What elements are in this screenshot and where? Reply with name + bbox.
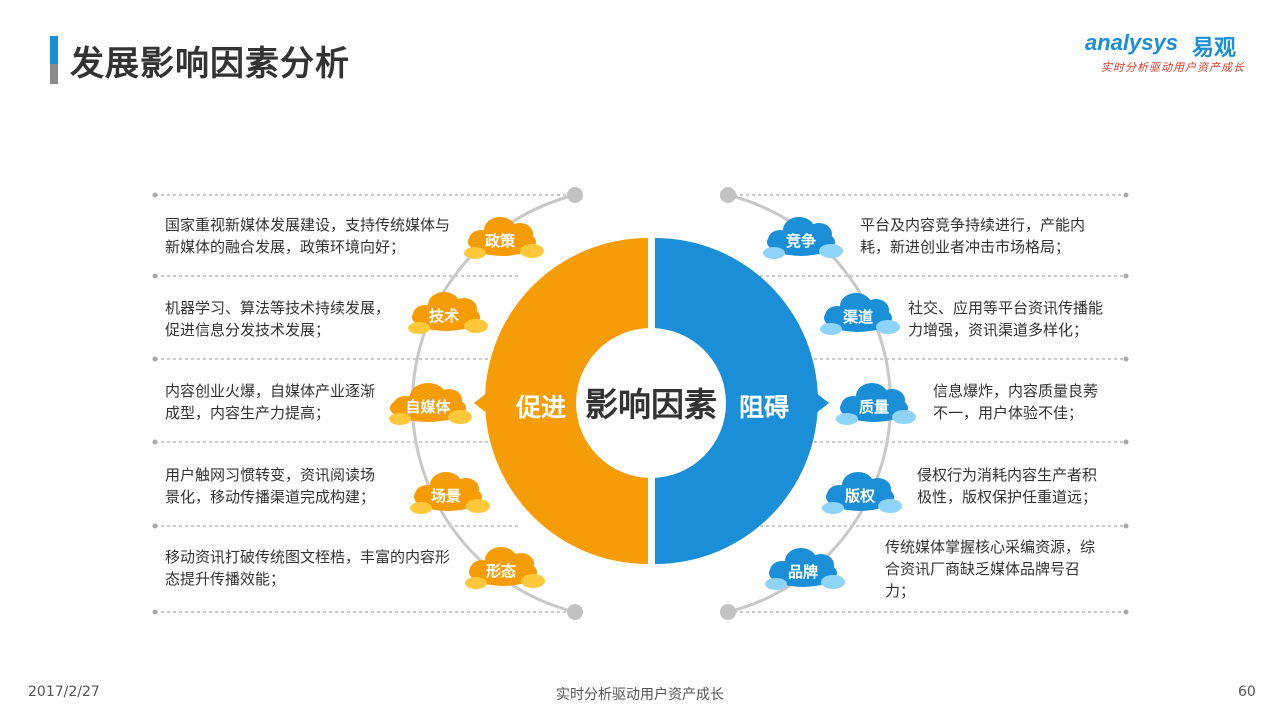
promote-text-policy: 国家重视新媒体发展建设，支持传统媒体与新媒体的融合发展，政策环境向好；	[165, 216, 451, 256]
cloud-tag-policy: 政策	[464, 217, 544, 259]
cloud-tag-brand: 品牌	[765, 548, 845, 590]
promote-text-form: 移动资讯打破传统图文桎梏，丰富的内容形态提升传播效能；	[165, 548, 451, 588]
svg-text:政策: 政策	[485, 232, 516, 250]
hinder-half-circle	[655, 238, 818, 564]
promote-text-self-media: 内容创业火爆，自媒体产业逐渐成型，内容生产力提高；	[165, 382, 376, 422]
svg-text:技术: 技术	[429, 307, 459, 325]
promote-text-scene: 用户触网习惯转变，资讯阅读场景化，移动传播渠道完成构建；	[165, 466, 376, 506]
analysys-logo: analysys 易观 实时分析驱动用户资产成长	[1085, 30, 1245, 75]
separator-lines	[155, 194, 1128, 613]
cloud-tag-form: 形态	[465, 547, 545, 589]
hinder-text-copyright: 侵权行为消耗内容生产者积极性，版权保护任重道远；	[917, 466, 1098, 506]
page-title: 发展影响因素分析	[70, 44, 350, 84]
cloud-tag-tech: 技术	[408, 292, 488, 334]
cloud-tag-scene: 场景	[410, 472, 490, 514]
logo-brand: analysys	[1085, 30, 1178, 55]
svg-text:自媒体: 自媒体	[405, 398, 451, 416]
cloud-tag-channel: 渠道	[820, 293, 900, 335]
promote-half-circle	[485, 238, 648, 564]
right-arrow-tip	[815, 392, 829, 414]
hinder-text-competition: 平台及内容竞争持续进行，产能内耗，新进创业者冲击市场格局；	[860, 216, 1086, 256]
center-circle	[576, 328, 726, 478]
cloud-tag-quality: 质量	[836, 383, 916, 425]
svg-text:质量: 质量	[859, 398, 889, 416]
hinder-text-brand: 传统媒体掌握核心采编资源，综合资讯厂商缺乏媒体品牌号召力；	[885, 538, 1096, 600]
hinder-label: 阻碍	[739, 393, 789, 422]
svg-text:场景: 场景	[431, 487, 461, 505]
logo-slogan: 实时分析驱动用户资产成长	[1101, 61, 1245, 74]
page-number: 60	[1238, 684, 1256, 700]
promote-label: 促进	[515, 393, 566, 422]
svg-text:形态: 形态	[486, 562, 516, 580]
hinder-text-quality: 信息爆炸，内容质量良莠不一，用户体验不佳；	[933, 382, 1099, 422]
center-label: 影响因素	[585, 385, 717, 424]
logo-cn: 易观	[1192, 36, 1237, 61]
left-arrow-tip	[474, 392, 488, 414]
promote-text-tech: 机器学习、算法等技术持续发展，促进信息分发技术发展；	[165, 299, 391, 339]
footer-slogan: 实时分析驱动用户资产成长	[556, 687, 724, 703]
svg-text:版权: 版权	[845, 487, 876, 505]
footer-date: 2017/2/27	[28, 684, 100, 700]
svg-text:品牌: 品牌	[788, 563, 818, 581]
svg-text:渠道: 渠道	[843, 308, 873, 326]
cloud-tag-copyright: 版权	[822, 472, 902, 514]
cloud-tag-competition: 竞争	[763, 217, 843, 259]
cloud-tag-self-media: 自媒体	[389, 383, 472, 425]
hinder-text-channel: 社交、应用等平台资讯传播能力增强，资讯渠道多样化；	[908, 299, 1104, 339]
svg-text:竞争: 竞争	[786, 232, 816, 250]
title-accent-bar	[50, 36, 58, 84]
